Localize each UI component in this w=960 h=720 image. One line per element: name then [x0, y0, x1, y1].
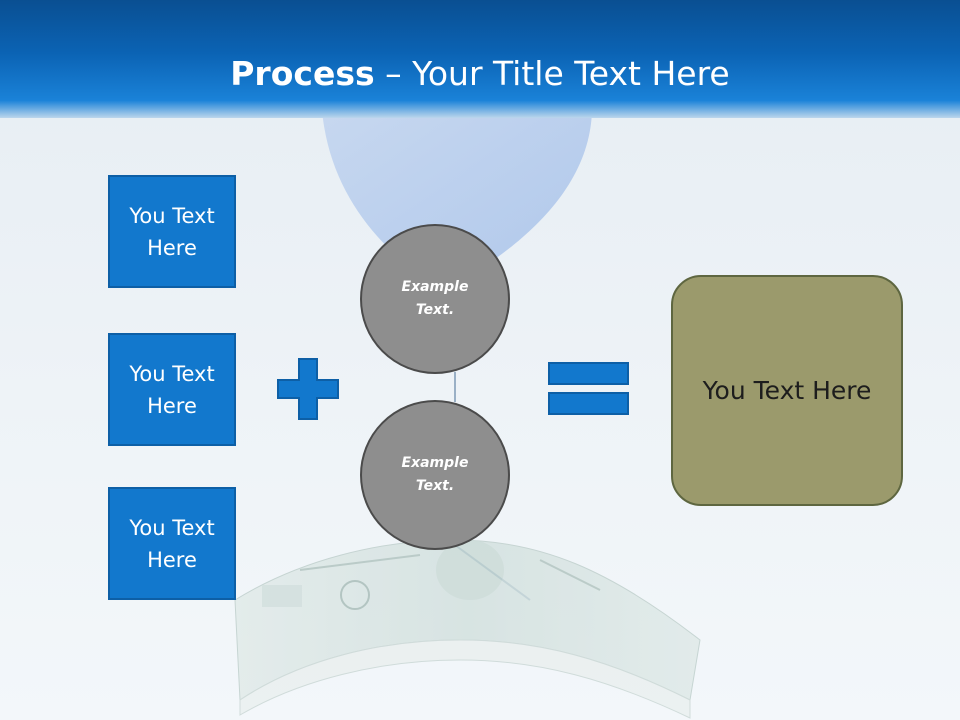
- title-bold: Process: [230, 54, 375, 93]
- equals-icon: [548, 362, 629, 415]
- input-box-label: You Text Here: [129, 361, 215, 418]
- title-rest: Your Title Text Here: [412, 54, 730, 93]
- page-title: Process – Your Title Text Here: [0, 52, 960, 96]
- plus-icon: [277, 358, 339, 420]
- input-box-2[interactable]: You Text Here: [108, 333, 236, 446]
- money-stack: [234, 539, 701, 719]
- input-box-3[interactable]: You Text Here: [108, 487, 236, 600]
- result-label: You Text Here: [702, 375, 872, 405]
- circle-label: Example Text.: [401, 279, 469, 318]
- input-box-label: You Text Here: [129, 203, 215, 260]
- circle-label: Example Text.: [401, 455, 469, 494]
- result-box[interactable]: You Text Here: [671, 275, 903, 506]
- example-circle-2[interactable]: Example Text.: [360, 400, 510, 550]
- input-box-1[interactable]: You Text Here: [108, 175, 236, 288]
- header-bar: [0, 0, 960, 118]
- title-separator: –: [374, 54, 413, 93]
- example-circle-1[interactable]: Example Text.: [360, 224, 510, 374]
- input-box-label: You Text Here: [129, 515, 215, 572]
